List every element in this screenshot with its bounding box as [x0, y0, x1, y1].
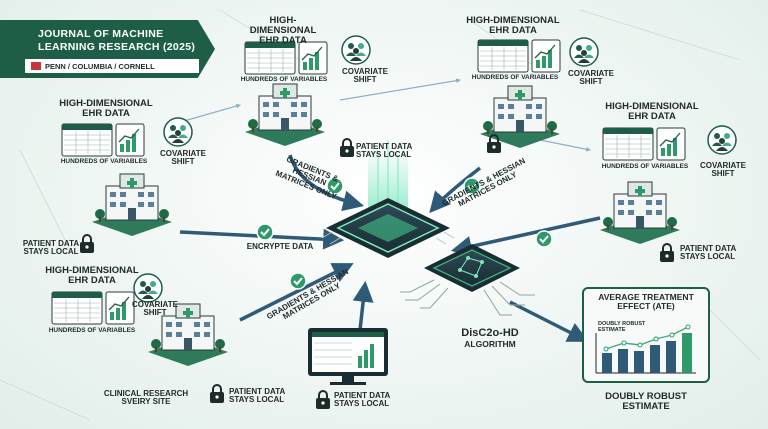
journal-title-line2: LEARNING RESEARCH (2025)	[38, 41, 196, 54]
vars-label-right: HUNDREDS OF VARIABLES	[601, 163, 689, 170]
hospital-left	[91, 173, 173, 237]
institutions-label: PENN / COLUMBIA / CORNELL	[45, 61, 155, 71]
institutions-bar: PENN / COLUMBIA / CORNELL	[24, 58, 200, 74]
covariate-shift-icon	[707, 125, 737, 155]
vars-label-bottom-left: HUNDREDS OF VARIABLES	[48, 327, 136, 334]
vars-label-top-right: HUNDREDS OF VARIABLES	[471, 74, 559, 81]
check-icon	[535, 230, 553, 248]
lock-icon	[659, 243, 675, 263]
penn-flag-icon	[31, 62, 41, 70]
covariate-shift-icon	[163, 117, 193, 147]
journal-title-line1: JOURNAL OF MACHINE	[38, 28, 164, 40]
ehr-spreadsheet-icon	[477, 39, 561, 73]
check-icon	[289, 272, 307, 290]
check-icon	[256, 223, 274, 241]
vars-label-top-center: HUNDREDS OF VARIABLES	[240, 76, 328, 83]
hospital-right	[599, 181, 681, 245]
lock-icon	[315, 390, 331, 410]
ehr-spreadsheet-icon	[51, 291, 135, 325]
ate-bar-chart	[595, 324, 696, 374]
lock-icon	[209, 384, 225, 404]
ehr-spreadsheet-icon	[61, 123, 145, 157]
algorithm-caption: ALGORITHM	[464, 339, 516, 349]
algorithm-chip	[400, 244, 535, 316]
lock-icon	[339, 138, 355, 158]
ehr-spreadsheet-icon	[602, 127, 686, 161]
encrypt-label: ENCRYPTE DATA	[246, 242, 314, 251]
covariate-shift-icon	[341, 35, 371, 65]
hospital-top-center	[244, 83, 326, 147]
hospital-top-right	[479, 85, 561, 149]
algorithm-label: DisC2o-HD ALGORITHM	[430, 327, 550, 349]
algorithm-name: DisC2o-HD	[461, 327, 519, 339]
ehr-spreadsheet-icon	[244, 41, 328, 75]
central-server	[321, 140, 455, 258]
vars-label-left: HUNDREDS OF VARIABLES	[60, 158, 148, 165]
covariate-shift-icon	[569, 37, 599, 67]
monitor-icon	[308, 328, 388, 385]
